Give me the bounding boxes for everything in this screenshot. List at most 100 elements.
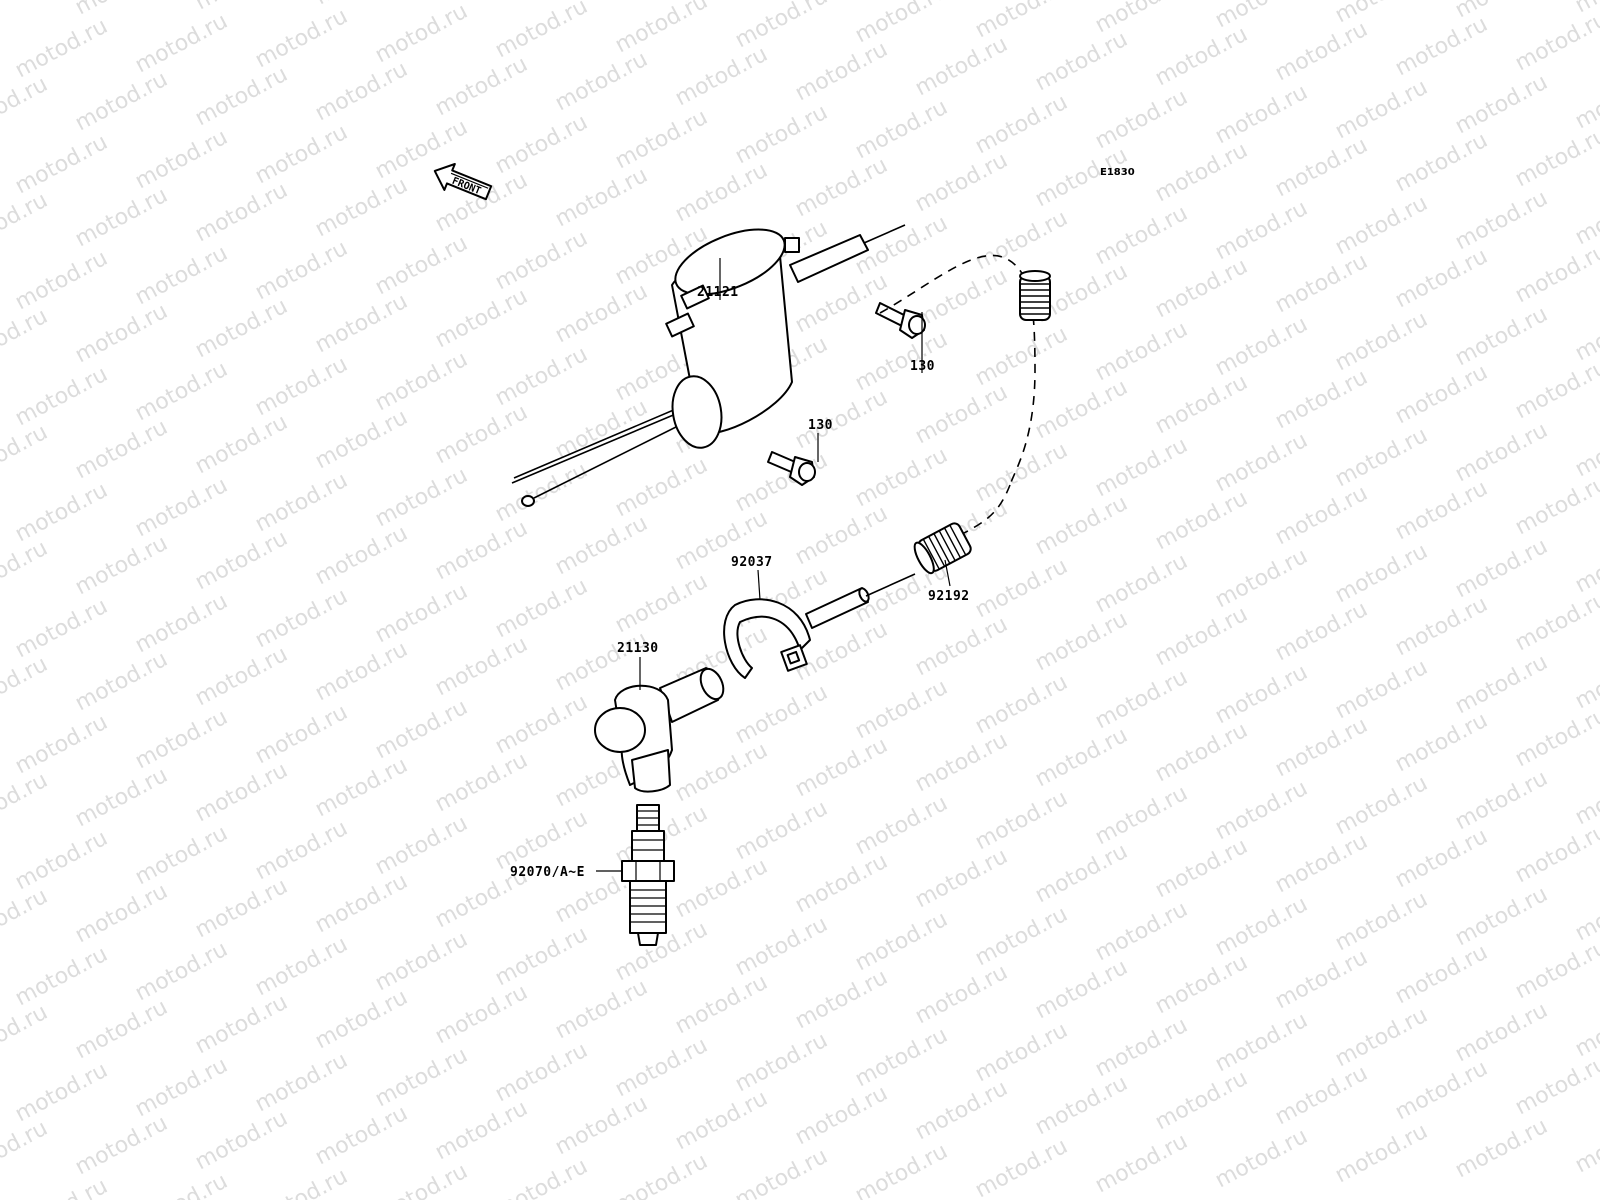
watermark-text: motod.ru — [1211, 428, 1312, 497]
watermark-text: motod.ru — [1211, 892, 1312, 961]
watermark-text: motod.ru — [191, 1106, 292, 1175]
watermark-text: motod.ru — [731, 100, 832, 169]
watermark-text: motod.ru — [851, 0, 952, 48]
watermark-text: motod.ru — [131, 821, 232, 890]
watermark-text: motod.ru — [611, 569, 712, 638]
watermark-text: motod.ru — [1091, 201, 1192, 270]
watermark-text: motod.ru — [1391, 128, 1492, 197]
watermark-text: motod.ru — [851, 675, 952, 744]
watermark-text: motod.ru — [11, 130, 112, 199]
watermark-text: motod.ru — [1331, 771, 1432, 840]
watermark-text: motod.ru — [311, 869, 412, 938]
watermark-text: motod.ru — [431, 284, 532, 353]
watermark-text: motod.ru — [0, 652, 52, 721]
watermark-text: motod.ru — [851, 1139, 952, 1200]
watermark-text: motod.ru — [1391, 1056, 1492, 1125]
watermark-text: motod.ru — [1511, 123, 1600, 192]
watermark-text: motod.ru — [1091, 665, 1192, 734]
spark-plug — [621, 804, 675, 946]
watermark-text: motod.ru — [491, 690, 592, 759]
watermark-text: motod.ru — [791, 733, 892, 802]
watermark-text: motod.ru — [1511, 355, 1600, 424]
watermark-text: motod.ru — [971, 1018, 1072, 1087]
watermark-text: motod.ru — [971, 554, 1072, 623]
watermark-text: motod.ru — [371, 695, 472, 764]
watermark-text: motod.ru — [251, 700, 352, 769]
watermark-text: motod.ru — [791, 965, 892, 1034]
watermark-text: motod.ru — [911, 728, 1012, 797]
watermark-text: motod.ru — [131, 357, 232, 426]
watermark-text: motod.ru — [1331, 1003, 1432, 1072]
watermark-text: motod.ru — [1451, 766, 1552, 835]
watermark-text: motod.ru — [1571, 645, 1600, 714]
watermark-text: motod.ru — [431, 748, 532, 817]
watermark-text: motod.ru — [1331, 307, 1432, 376]
watermark-text: motod.ru — [611, 0, 712, 58]
watermark-text: motod.ru — [0, 304, 52, 373]
watermark-text: motod.ru — [251, 816, 352, 885]
watermark-text: motod.ru — [1151, 834, 1252, 903]
watermark-text: motod.ru — [371, 811, 472, 880]
watermark-text: motod.ru — [971, 670, 1072, 739]
watermark-text: motod.ru — [1511, 587, 1600, 656]
watermark-text: motod.ru — [131, 1053, 232, 1122]
watermark-text: motod.ru — [1331, 887, 1432, 956]
watermark-text: motod.ru — [1451, 534, 1552, 603]
watermark-text: motod.ru — [1391, 940, 1492, 1009]
watermark-text: motod.ru — [491, 574, 592, 643]
watermark-text: motod.ru — [1451, 186, 1552, 255]
watermark-text: motod.ru — [731, 680, 832, 749]
bolt-upper — [875, 302, 926, 339]
watermark-text: motod.ru — [731, 796, 832, 865]
watermark-text: motod.ru — [971, 322, 1072, 391]
watermark-text: motod.ru — [491, 342, 592, 411]
watermark-text: motod.ru — [971, 206, 1072, 275]
watermark-text: motod.ru — [971, 0, 1072, 43]
watermark-text: motod.ru — [191, 0, 292, 15]
watermark-text: motod.ru — [311, 173, 412, 242]
watermark-text: motod.ru — [371, 927, 472, 996]
watermark-text: motod.ru — [1031, 375, 1132, 444]
watermark-text: motod.ru — [131, 589, 232, 658]
watermark-text: motod.ru — [491, 1154, 592, 1200]
watermark-text: motod.ru — [791, 37, 892, 106]
watermark-text: motod.ru — [1451, 418, 1552, 487]
watermark-text: motod.ru — [1571, 529, 1600, 598]
watermark-text: motod.ru — [311, 637, 412, 706]
watermark-text: motod.ru — [431, 400, 532, 469]
watermark-text: motod.ru — [0, 0, 52, 25]
watermark-text: motod.ru — [191, 294, 292, 363]
watermark-text: motod.ru — [251, 468, 352, 537]
watermark-text: motod.ru — [311, 753, 412, 822]
watermark-text: motod.ru — [71, 763, 172, 832]
watermark-text: motod.ru — [1151, 370, 1252, 439]
watermark-text: motod.ru — [1271, 133, 1372, 202]
watermark-text: motod.ru — [971, 438, 1072, 507]
watermark-text: motod.ru — [131, 705, 232, 774]
watermark-text: motod.ru — [131, 9, 232, 78]
watermark-text: motod.ru — [1331, 539, 1432, 608]
watermark-text: motod.ru — [1091, 781, 1192, 850]
watermark-text: motod.ru — [671, 738, 772, 807]
callout-coil: 21121 — [697, 285, 739, 300]
watermark-text: motod.ru — [1271, 713, 1372, 782]
spring-upper — [1019, 270, 1051, 321]
callout-spring: 92192 — [928, 589, 970, 604]
watermark-text: motod.ru — [71, 1111, 172, 1180]
watermark-text: motod.ru — [851, 791, 952, 860]
watermark-text: motod.ru — [611, 1033, 712, 1102]
watermark-text: motod.ru — [1151, 1066, 1252, 1135]
watermark-text: motod.ru — [671, 1086, 772, 1155]
watermark-text: motod.ru — [611, 453, 712, 522]
watermark-text: motod.ru — [1391, 244, 1492, 313]
routing-line-lower — [959, 484, 1011, 536]
watermark-text: motod.ru — [311, 985, 412, 1054]
watermark-text: motod.ru — [191, 410, 292, 479]
watermark-text: motod.ru — [551, 163, 652, 232]
high-tension-lead — [805, 573, 916, 629]
watermark-text: motod.ru — [1151, 138, 1252, 207]
watermark-text: motod.ru — [851, 327, 952, 396]
watermark-text: motod.ru — [491, 1038, 592, 1107]
watermark-text: motod.ru — [251, 932, 352, 1001]
